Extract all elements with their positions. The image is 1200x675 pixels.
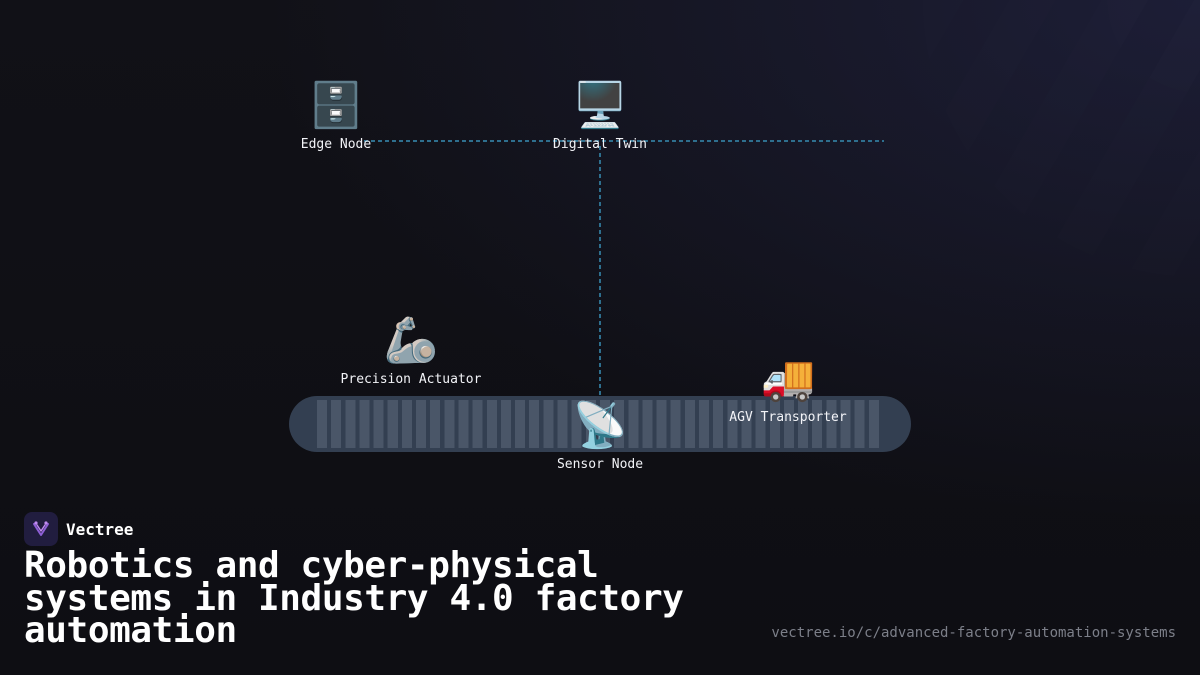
node-label: AGV Transporter bbox=[729, 410, 847, 425]
satellite-antenna-icon: 📡 bbox=[572, 400, 628, 451]
node-agv-transporter[interactable]: 🚚 AGV Transporter bbox=[729, 353, 846, 425]
vectree-logo-icon bbox=[24, 512, 58, 546]
node-label: Precision Actuator bbox=[340, 372, 482, 387]
background-rays bbox=[640, 0, 1200, 560]
file-cabinet-icon: 🗄️ bbox=[308, 80, 364, 131]
source-url[interactable]: vectree.io/c/advanced-factory-automation… bbox=[771, 625, 1176, 641]
page-title: Robotics and cyber-physical systems in I… bbox=[24, 545, 684, 651]
node-label: Digital Twin bbox=[553, 137, 647, 152]
node-precision-actuator[interactable]: 🦾 Precision Actuator bbox=[341, 315, 482, 387]
node-label: Edge Node bbox=[300, 137, 372, 152]
desktop-computer-icon: 🖥️ bbox=[572, 80, 628, 131]
brand-name: Vectree bbox=[66, 519, 134, 539]
brand[interactable]: Vectree bbox=[24, 512, 133, 546]
node-edge-node[interactable]: 🗄️ Edge Node bbox=[301, 80, 371, 152]
node-digital-twin[interactable]: 🖥️ Digital Twin bbox=[553, 80, 647, 152]
delivery-truck-icon: 🚚 bbox=[760, 353, 816, 404]
conveyor-belt bbox=[289, 396, 911, 452]
conveyor-slats bbox=[317, 400, 883, 448]
node-label: Sensor Node bbox=[556, 457, 644, 472]
node-sensor-node[interactable]: 📡 Sensor Node bbox=[557, 400, 643, 472]
mechanical-arm-icon: 🦾 bbox=[383, 315, 439, 366]
